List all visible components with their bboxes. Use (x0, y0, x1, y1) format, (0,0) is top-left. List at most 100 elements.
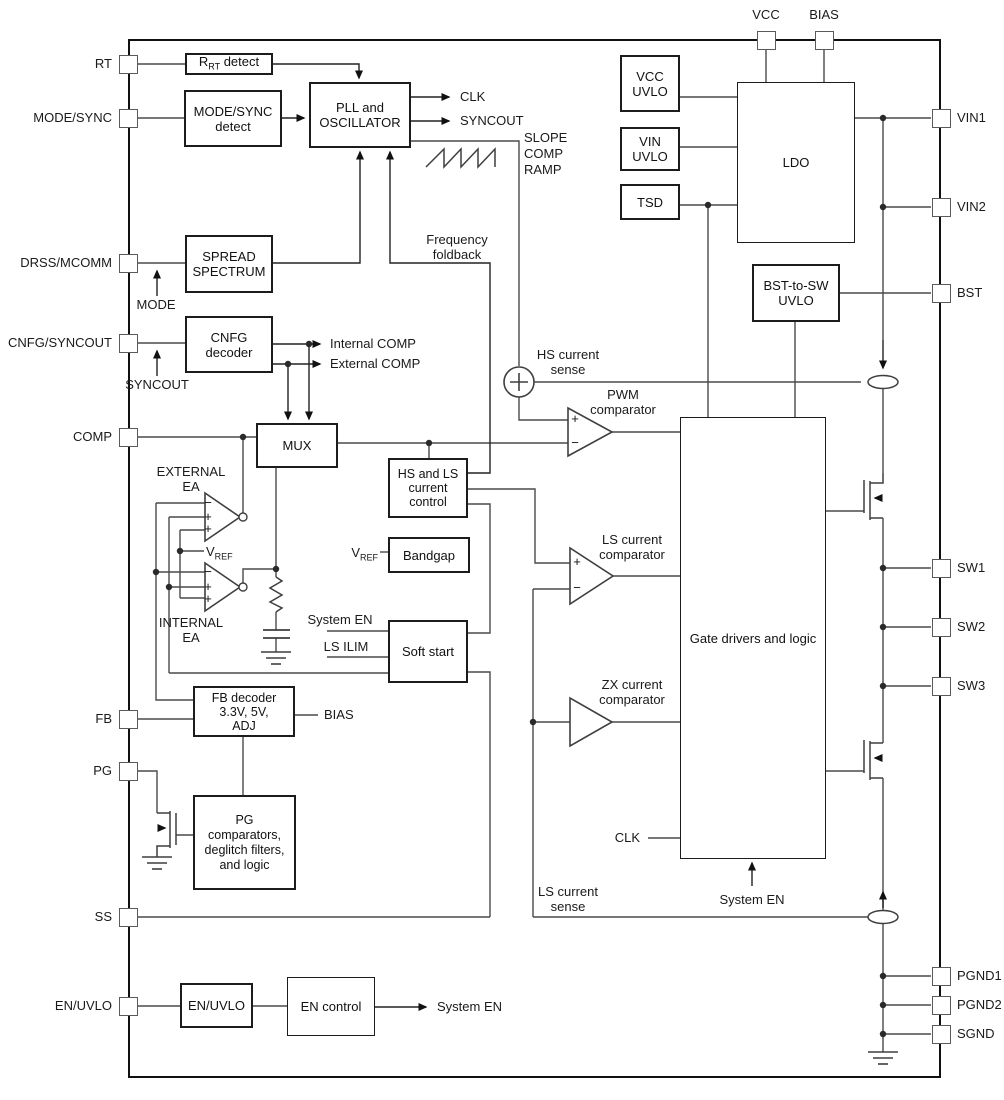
block-en-uvlo: EN/UVLO (180, 983, 253, 1028)
pin-vin2 (931, 197, 951, 217)
label-syncout-in: SYNCOUT (125, 377, 189, 392)
label-ls-current-comparator: LS current comparator (599, 532, 665, 562)
pg-mosfet-icon (156, 811, 177, 857)
label-internal-comp: Internal COMP (330, 336, 416, 351)
pin-label-comp: COMP (73, 429, 112, 444)
block-spread-spectrum: SPREAD SPECTRUM (185, 235, 273, 293)
pin-drss-mcomm (118, 253, 138, 273)
label-bias-out: BIAS (324, 707, 354, 722)
block-mode-sync-detect: MODE/SYNC detect (184, 90, 282, 147)
label-vref-bandgap: VREF (351, 545, 378, 563)
pwm-comparator-minus-sign: − (571, 435, 579, 450)
block-soft-start: Soft start (388, 620, 468, 683)
block-pll-oscillator: PLL and OSCILLATOR (309, 82, 411, 148)
pin-label-sw3: SW3 (957, 678, 986, 693)
pin-comp (118, 427, 138, 447)
pin-label-vin1: VIN1 (957, 110, 986, 125)
pin-pgnd1 (931, 966, 951, 986)
pin-pgnd2 (931, 995, 951, 1015)
pin-sw2 (931, 617, 951, 637)
label-external-comp: External COMP (330, 356, 421, 371)
label-zx-current-comparator: ZX current comparator (599, 677, 665, 707)
pin-label-pg: PG (93, 763, 112, 778)
hs-mosfet-icon (863, 473, 884, 520)
label-internal-ea: INTERNAL EA (158, 615, 224, 645)
pin-label-sw2: SW2 (957, 619, 986, 634)
internal-ea-plus-sign-1: + (204, 579, 212, 594)
pin-en-uvlo (118, 996, 138, 1016)
label-syncout-out: SYNCOUT (460, 113, 524, 128)
capacitor-icon (263, 629, 290, 639)
pin-label-pgnd2: PGND2 (957, 997, 1002, 1012)
ls-mosfet-icon (863, 740, 883, 780)
arrow-wires (153, 63, 887, 1011)
summing-junction-icon (503, 366, 535, 398)
pin-vin1 (931, 108, 951, 128)
pin-label-sgnd: SGND (957, 1026, 995, 1041)
ground-icon-sgnd (868, 1051, 898, 1065)
label-hs-current-sense: HS current sense (536, 347, 600, 377)
pin-cnfg-syncout (118, 333, 138, 353)
block-vcc-uvlo: VCC UVLO (620, 55, 680, 112)
external-ea-plus-sign-2: + (204, 521, 212, 536)
external-ea-icon (204, 491, 248, 543)
pwm-comparator-icon (567, 406, 614, 458)
external-ea-minus-sign: − (204, 495, 212, 510)
pin-label-rt: RT (94, 56, 112, 71)
label-system-en-soft-start: System EN (307, 612, 373, 627)
pin-sgnd (931, 1024, 951, 1044)
block-fb-decoder: FB decoder 3.3V, 5V, ADJ (193, 686, 295, 737)
internal-ea-icon (204, 561, 248, 613)
block-ldo: LDO (737, 82, 855, 243)
ls-comparator-icon (569, 546, 615, 606)
hs-current-sense-ellipse (867, 374, 899, 390)
pin-ss (118, 907, 138, 927)
block-gate-drivers: Gate drivers and logic (680, 417, 826, 859)
pin-bias (814, 30, 834, 50)
pin-label-bst: BST (957, 285, 983, 300)
pin-label-vcc: VCC (752, 7, 780, 22)
block-mux: MUX (256, 423, 338, 468)
pin-rt (118, 54, 138, 74)
pin-label-pgnd1: PGND1 (957, 968, 1002, 983)
ls-current-sense-ellipse (867, 909, 899, 925)
pin-label-fb: FB (95, 711, 112, 726)
pin-fb (118, 709, 138, 729)
pin-sw3 (931, 676, 951, 696)
ground-icon-comp (261, 651, 291, 665)
pin-sw1 (931, 558, 951, 578)
pin-label-sw1: SW1 (957, 560, 986, 575)
pin-label-en-uvlo: EN/UVLO (54, 998, 112, 1013)
pin-label-bias: BIAS (809, 7, 839, 22)
label-system-en-gate: System EN (719, 892, 785, 907)
label-pwm-comparator: PWM comparator (590, 387, 656, 417)
block-vin-uvlo: VIN UVLO (620, 127, 680, 171)
pwm-comparator-plus-sign: + (571, 411, 579, 426)
label-system-en-out: System EN (437, 999, 503, 1014)
block-rrt-detect: RRT detect (185, 53, 273, 75)
block-pg-comparators: PG comparators, deglitch filters, and lo… (193, 795, 296, 890)
block-en-control: EN control (287, 977, 375, 1036)
ls-comparator-minus-sign: − (573, 580, 581, 595)
internal-ea-minus-sign: − (204, 564, 212, 579)
pin-label-drss-mcomm: DRSS/MCOMM (20, 255, 112, 270)
sawtooth-icon (425, 147, 496, 169)
resistor-icon (268, 576, 284, 613)
pin-vcc (756, 30, 776, 50)
ground-icon-pg (142, 856, 172, 870)
block-bandgap: Bandgap (388, 537, 470, 573)
block-bst-to-sw-uvlo: BST-to-SW UVLO (752, 264, 840, 322)
label-ls-ilim: LS ILIM (323, 639, 369, 654)
pin-label-ss: SS (94, 909, 112, 924)
pin-label-cnfg-syncout: CNFG/SYNCOUT (8, 335, 112, 350)
label-frequency-foldback: Frequency foldback (426, 232, 488, 262)
label-clk-in: CLK (614, 830, 640, 845)
block-tsd: TSD (620, 184, 680, 220)
label-slope-comp-ramp: SLOPE COMP RAMP (524, 130, 568, 177)
pin-pg (118, 761, 138, 781)
block-hs-ls-current-control: HS and LS current control (388, 458, 468, 518)
label-vref-ea: VREF (206, 544, 233, 562)
block-cnfg-decoder: CNFG decoder (185, 316, 273, 373)
